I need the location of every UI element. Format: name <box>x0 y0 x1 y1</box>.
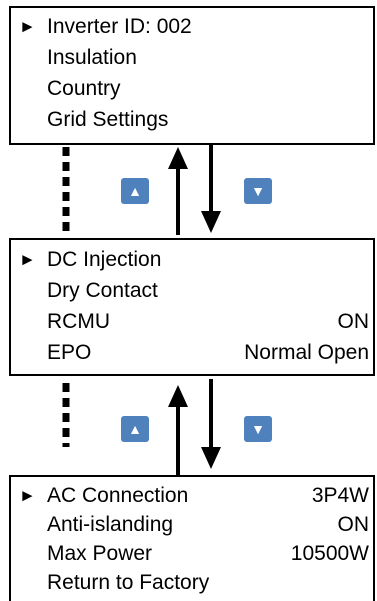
up-arrow-head <box>168 385 188 407</box>
up-button[interactable]: ▲ <box>121 416 149 442</box>
menu-row[interactable]: EPO Normal Open <box>11 338 373 368</box>
menu-item-return-to-factory: Return to Factory <box>47 571 210 594</box>
lcd-screen-1: ► Inverter ID: 002 Insulation Country Gr… <box>9 6 375 145</box>
menu-row[interactable]: RCMU ON <box>11 307 373 337</box>
navigation-arrows-2: ▲ ▼ <box>0 379 377 475</box>
up-triangle-icon: ▲ <box>128 183 142 199</box>
epo-value: Normal Open <box>244 341 369 364</box>
lcd-screen-2: ► DC Injection Dry Contact RCMU ON EPO N… <box>9 238 375 376</box>
up-arrow-head <box>168 147 188 169</box>
menu-row[interactable]: Return to Factory <box>11 568 373 598</box>
menu-row[interactable]: Insulation <box>11 43 373 73</box>
flow-arrows <box>62 379 221 475</box>
lcd-screen-3: ► AC Connection 3P4W Anti-islanding ON M… <box>9 475 375 601</box>
cursor-icon: ► <box>19 250 36 269</box>
menu-row[interactable]: ► AC Connection 3P4W <box>11 481 373 511</box>
menu-item-inverter-id: Inverter ID: 002 <box>47 15 192 38</box>
menu-row[interactable]: Max Power 10500W <box>11 539 373 569</box>
cursor-icon: ► <box>19 17 36 36</box>
menu-row[interactable]: Anti-islanding ON <box>11 510 373 540</box>
menu-item-rcmu: RCMU <box>47 310 110 333</box>
down-triangle-icon: ▼ <box>251 183 265 199</box>
menu-row[interactable]: Country <box>11 74 373 104</box>
flow-arrows <box>62 145 221 235</box>
down-arrow-head <box>201 447 221 469</box>
menu-row[interactable]: Dry Contact <box>11 276 373 306</box>
menu-item-dry-contact: Dry Contact <box>47 279 158 302</box>
down-triangle-icon: ▼ <box>251 421 265 437</box>
menu-row[interactable]: ► DC Injection <box>11 245 373 275</box>
cursor-icon: ► <box>19 486 36 505</box>
down-arrow-head <box>201 211 221 233</box>
menu-row[interactable]: ► Inverter ID: 002 <box>11 12 373 42</box>
menu-item-epo: EPO <box>47 341 92 364</box>
menu-item-anti-islanding: Anti-islanding <box>47 513 174 536</box>
menu-row[interactable]: Grid Settings <box>11 105 373 135</box>
menu-item-country: Country <box>47 77 121 100</box>
max-power-value: 10500W <box>290 542 369 565</box>
ac-connection-value: 3P4W <box>311 484 369 507</box>
menu-item-max-power: Max Power <box>47 542 153 565</box>
up-triangle-icon: ▲ <box>128 421 142 437</box>
up-button[interactable]: ▲ <box>121 178 149 204</box>
down-button[interactable]: ▼ <box>244 178 272 204</box>
menu-item-grid-settings: Grid Settings <box>47 108 169 131</box>
rcmu-value: ON <box>337 310 370 333</box>
menu-item-dc-injection: DC Injection <box>47 248 162 271</box>
menu-item-ac-connection: AC Connection <box>47 484 189 507</box>
down-button[interactable]: ▼ <box>244 416 272 442</box>
menu-item-insulation: Insulation <box>47 46 137 69</box>
anti-islanding-value: ON <box>337 513 370 536</box>
navigation-arrows-1: ▲ ▼ <box>0 145 377 235</box>
